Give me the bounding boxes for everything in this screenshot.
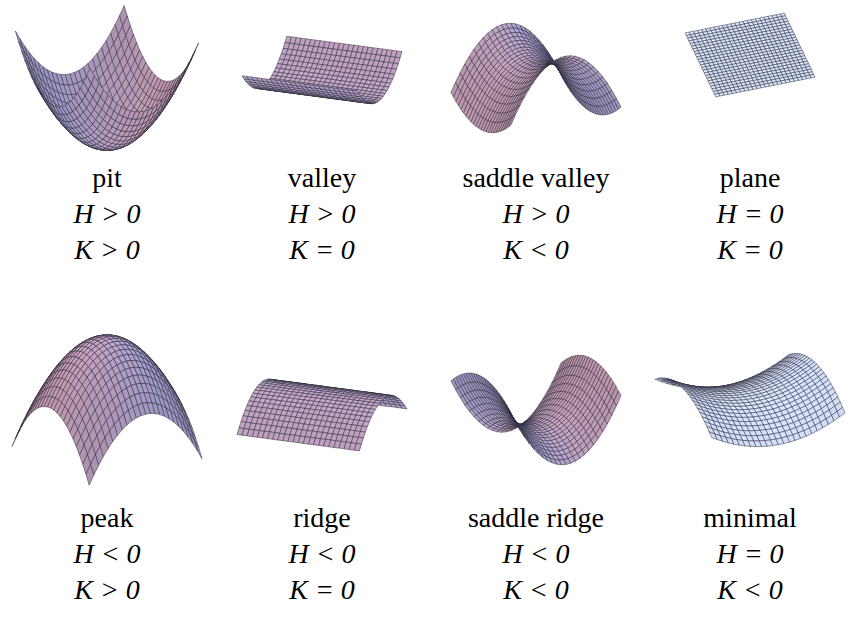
surface-mesh bbox=[685, 13, 815, 97]
surface-mesh bbox=[242, 36, 402, 103]
surface-mesh bbox=[15, 6, 198, 151]
mesh-face bbox=[15, 31, 23, 49]
surface-mesh bbox=[451, 23, 621, 132]
mesh-face bbox=[191, 43, 199, 60]
